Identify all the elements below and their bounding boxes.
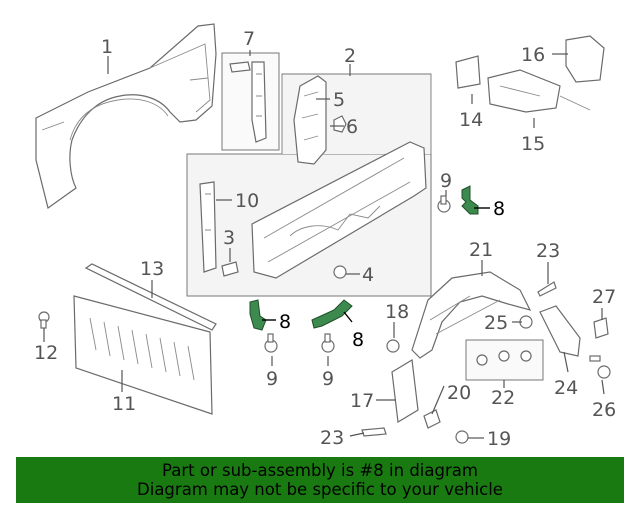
banner-line-2: Diagram may not be specific to your vehi… [137, 480, 503, 499]
part-10-post [199, 181, 217, 273]
callout-10: 10 [235, 190, 259, 212]
callout-21: 21 [469, 239, 493, 261]
part-3-clip [221, 261, 239, 277]
callout-20: 20 [447, 382, 471, 404]
callout-7: 7 [243, 28, 255, 50]
callout-9-right: 9 [440, 170, 452, 192]
callout-labels: 1 2 3 4 5 6 7 8 8 8 9 9 9 10 11 12 13 14… [34, 28, 616, 450]
callout-1: 1 [101, 36, 113, 58]
part-23-pin-upper [537, 281, 557, 297]
part-20-clip [423, 409, 441, 429]
part-22-clips [476, 350, 532, 366]
part-11-tailgate [73, 295, 213, 415]
part-9-bolt-b [264, 333, 278, 353]
part-6-clip [333, 115, 347, 133]
part-27-clip [593, 317, 609, 339]
part-8-bracket-right [461, 185, 479, 215]
part-14-plate [455, 55, 481, 89]
part-15-housing [487, 69, 591, 113]
callout-15: 15 [521, 133, 545, 155]
callout-16: 16 [521, 44, 545, 66]
part-21-liner [411, 271, 532, 359]
callout-27: 27 [592, 286, 616, 308]
part-8-bracket-center [311, 299, 353, 329]
callout-22: 22 [491, 387, 515, 409]
part-12-bolt [38, 311, 50, 329]
callout-14: 14 [459, 109, 483, 131]
part-5-inner-bracket [293, 75, 327, 165]
callout-17: 17 [350, 390, 374, 412]
part-2-inner-panel [251, 141, 427, 279]
part-17-flap [391, 359, 419, 423]
callout-11: 11 [112, 393, 136, 415]
callout-18: 18 [385, 301, 409, 323]
callout-19: 19 [487, 428, 511, 450]
part-16-door [565, 35, 605, 83]
part-13-rail [84, 263, 217, 331]
callout-23-upper: 23 [536, 240, 560, 262]
banner-line-1: Part or sub-assembly is #8 in diagram [162, 461, 478, 480]
callout-8-left: 8 [279, 311, 291, 333]
info-banner: Part or sub-assembly is #8 in diagram Di… [16, 457, 624, 503]
part-26-bolt [589, 355, 611, 379]
callout-24: 24 [554, 377, 578, 399]
part-23-pin-lower [361, 427, 387, 437]
group-box-2-outline [281, 73, 432, 296]
leader-lines [43, 50, 605, 439]
callout-8-right: 8 [493, 198, 505, 220]
callout-3: 3 [223, 227, 235, 249]
part-8-bracket-left [249, 299, 267, 331]
callout-23-lower: 23 [320, 427, 344, 449]
callout-8-center: 8 [352, 329, 364, 351]
callout-9-left: 9 [266, 368, 278, 390]
callout-5: 5 [333, 89, 345, 111]
callout-9-center: 9 [322, 368, 334, 390]
part-24-shield [539, 305, 581, 357]
callout-4: 4 [362, 264, 374, 286]
callout-26: 26 [592, 399, 616, 421]
part-1-fender [35, 23, 217, 210]
part-7-pillar [229, 61, 267, 143]
callout-12: 12 [34, 342, 58, 364]
part-18-clip [386, 339, 400, 353]
part-9-bolt-a [437, 195, 451, 213]
callout-6: 6 [346, 116, 358, 138]
part-9-bolt-c [321, 333, 335, 353]
callout-13: 13 [140, 258, 164, 280]
part-19-bolt [455, 430, 469, 444]
callout-25: 25 [484, 312, 508, 334]
callout-2: 2 [344, 45, 356, 67]
